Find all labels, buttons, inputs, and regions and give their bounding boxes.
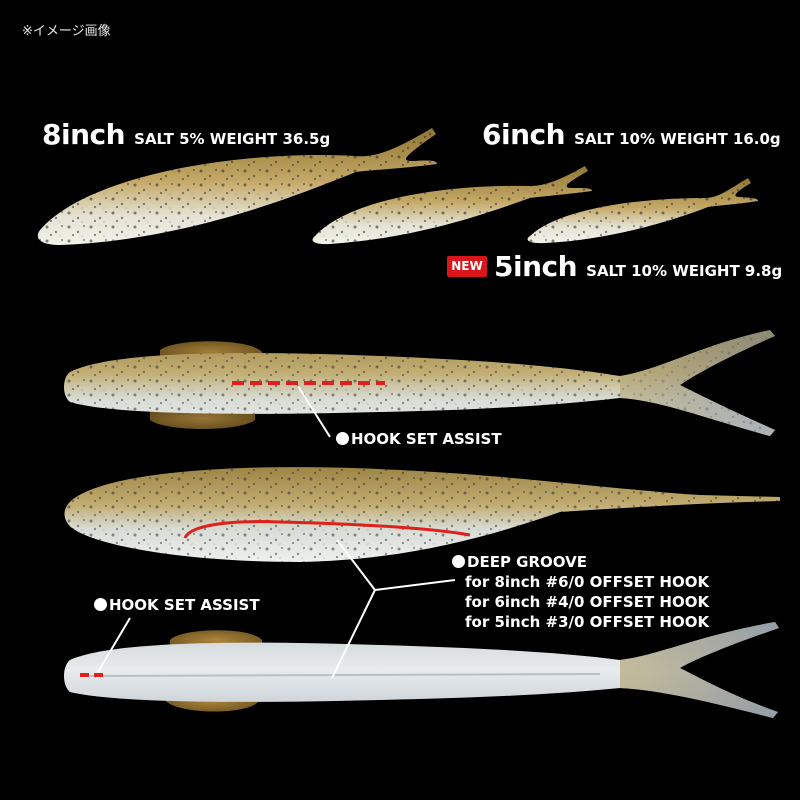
lure-5inch-image bbox=[527, 178, 758, 244]
lure-top-view bbox=[64, 330, 775, 436]
bullet-icon bbox=[336, 432, 349, 445]
deep-groove-marker bbox=[183, 520, 471, 539]
deep-groove-line: for 5inch #3/0 OFFSET HOOK bbox=[465, 613, 710, 631]
size-6inch: 6inch bbox=[482, 118, 566, 151]
deep-groove-line: for 8inch #6/0 OFFSET HOOK bbox=[465, 573, 710, 591]
callout-hook-set-assist-bottom: HOOK SET ASSIST bbox=[94, 596, 260, 614]
leader-lines bbox=[97, 385, 456, 679]
lure-side-view bbox=[64, 467, 780, 562]
lure-bottom-view bbox=[64, 622, 779, 718]
size-5inch: 5inch bbox=[494, 250, 578, 283]
spec-6inch: SALT 10% WEIGHT 16.0g bbox=[574, 130, 781, 148]
image-note: ※イメージ画像 bbox=[22, 24, 111, 39]
spec-8inch: SALT 5% WEIGHT 36.5g bbox=[134, 130, 331, 148]
size-label-6inch: 6inch SALT 10% WEIGHT 16.0g bbox=[482, 118, 781, 151]
bullet-icon bbox=[94, 598, 107, 611]
deep-groove-title: DEEP GROOVE bbox=[467, 553, 587, 571]
callout-deep-groove: DEEP GROOVE for 8inch #6/0 OFFSET HOOK f… bbox=[452, 552, 709, 632]
size-label-8inch: 8inch SALT 5% WEIGHT 36.5g bbox=[42, 118, 330, 151]
lure-8inch-image bbox=[37, 128, 438, 245]
bullet-icon bbox=[452, 555, 465, 568]
size-8inch: 8inch bbox=[42, 118, 126, 151]
lure-6inch-image bbox=[312, 166, 592, 245]
size-label-5inch: 5inch SALT 10% WEIGHT 9.8g bbox=[494, 250, 782, 283]
new-badge: NEW bbox=[447, 256, 487, 277]
deep-groove-line: for 6inch #4/0 OFFSET HOOK bbox=[465, 593, 710, 611]
spec-5inch: SALT 10% WEIGHT 9.8g bbox=[586, 262, 783, 280]
callout-hook-set-assist-top: HOOK SET ASSIST bbox=[336, 430, 502, 448]
